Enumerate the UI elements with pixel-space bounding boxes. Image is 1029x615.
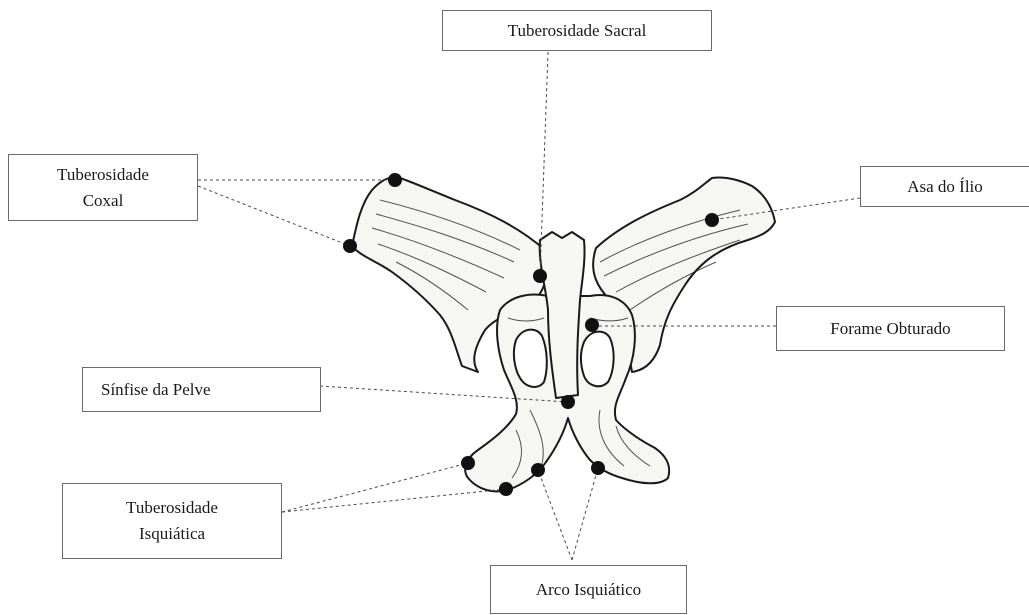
label-tuberosidade-coxal-line2: Coxal <box>83 188 124 214</box>
point-arco-right <box>591 461 605 475</box>
label-tuberosidade-sacral-text: Tuberosidade Sacral <box>508 18 647 44</box>
leader-isquiatica-top <box>282 463 468 512</box>
point-forame-obturado <box>585 318 599 332</box>
point-sacral <box>533 269 547 283</box>
label-forame-obturado: Forame Obturado <box>776 306 1005 351</box>
leader-arco-right <box>572 468 598 560</box>
label-asa-do-ilio: Asa do Ílio <box>860 166 1029 207</box>
point-sinfise <box>561 395 575 409</box>
label-tuberosidade-coxal-line1: Tuberosidade <box>57 162 149 188</box>
point-isquiatica-bottom <box>499 482 513 496</box>
label-tuberosidade-isquiatica-line2: Isquiática <box>139 521 205 547</box>
point-coxal-top <box>388 173 402 187</box>
label-tuberosidade-sacral: Tuberosidade Sacral <box>442 10 712 51</box>
label-tuberosidade-coxal: Tuberosidade Coxal <box>8 154 198 221</box>
label-sinfise-da-pelve: Sínfise da Pelve <box>82 367 321 412</box>
label-arco-isquiatico-text: Arco Isquiático <box>536 577 641 603</box>
leader-coxal-bottom <box>198 186 350 246</box>
right-obturator-foramen <box>581 332 614 387</box>
label-tuberosidade-isquiatica-line1: Tuberosidade <box>126 495 218 521</box>
point-isquiatica-top <box>461 456 475 470</box>
point-arco-left <box>531 463 545 477</box>
label-sinfise-da-pelve-text: Sínfise da Pelve <box>101 377 211 403</box>
point-asa-ilio <box>705 213 719 227</box>
point-coxal-bottom <box>343 239 357 253</box>
label-arco-isquiatico: Arco Isquiático <box>490 565 687 614</box>
label-asa-do-ilio-text: Asa do Ílio <box>907 174 983 200</box>
leader-isquiatica-bottom <box>282 489 506 512</box>
label-tuberosidade-isquiatica: Tuberosidade Isquiática <box>62 483 282 559</box>
leader-arco-left <box>538 470 572 560</box>
label-forame-obturado-text: Forame Obturado <box>830 316 950 342</box>
